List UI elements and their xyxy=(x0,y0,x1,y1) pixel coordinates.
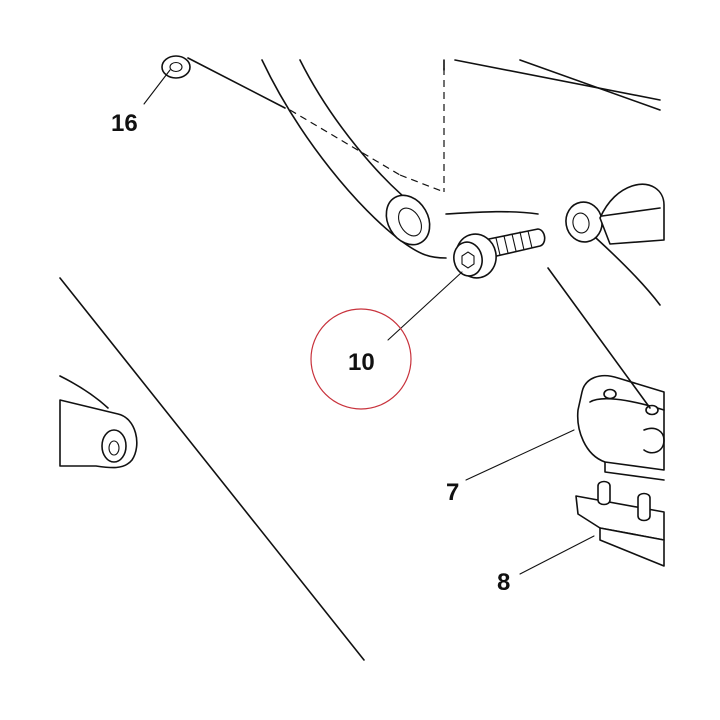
left-arm xyxy=(59,375,138,469)
right-fitting-axis xyxy=(601,207,661,217)
highlight-circle xyxy=(310,308,412,410)
callout-8: 8 xyxy=(497,569,510,596)
frame-diagonal xyxy=(59,277,365,661)
right-fitting xyxy=(595,183,665,306)
washer-outer xyxy=(565,201,603,243)
bolt-hex-socket xyxy=(461,251,475,269)
bolt-head-face xyxy=(453,241,483,277)
leader-8 xyxy=(519,535,595,575)
clamp-bore xyxy=(643,427,665,454)
clamp-hole-1 xyxy=(603,388,617,400)
bolt-10 xyxy=(453,228,546,279)
callout-10: 10 xyxy=(348,349,375,376)
clamp-body xyxy=(576,374,665,471)
plate-front xyxy=(599,527,665,567)
hidden-edge-3 xyxy=(399,174,445,193)
panel-edge-2 xyxy=(519,59,661,111)
left-arm-body xyxy=(59,399,138,469)
hidden-edge-1 xyxy=(289,109,401,176)
arm-lower-edge xyxy=(261,59,447,259)
bolt-threads xyxy=(495,230,533,256)
pivot-washer-16-hole xyxy=(169,61,183,73)
arm-boss xyxy=(385,194,431,246)
leader-16 xyxy=(143,69,171,105)
callout-7: 7 xyxy=(446,479,459,506)
clamp-base xyxy=(604,461,665,481)
washer-inner xyxy=(572,212,590,234)
clamp-assembly-line xyxy=(547,267,651,409)
arm-inner-edge xyxy=(299,59,421,211)
washer xyxy=(565,201,603,243)
left-arm-hole xyxy=(108,440,120,456)
pivot-washer-16 xyxy=(161,55,191,79)
callout-16: 16 xyxy=(111,110,138,137)
left-arm-upper xyxy=(59,375,109,409)
arm-upper-edge xyxy=(187,57,286,109)
left-arm-boss xyxy=(101,429,127,463)
leader-7 xyxy=(465,429,575,481)
panel-edge-1 xyxy=(454,59,661,101)
arm-end-edge xyxy=(445,210,539,215)
plate-8 xyxy=(575,480,665,567)
arm-boss-hole xyxy=(397,207,423,237)
frame-arm xyxy=(161,55,661,259)
right-fitting-line xyxy=(595,237,661,306)
stud-2 xyxy=(637,492,651,522)
clamp-hole-2 xyxy=(645,404,659,416)
stud-1 xyxy=(597,480,611,506)
right-fitting-body xyxy=(599,183,665,245)
leader-10 xyxy=(387,271,463,341)
clamp-7 xyxy=(547,267,665,481)
